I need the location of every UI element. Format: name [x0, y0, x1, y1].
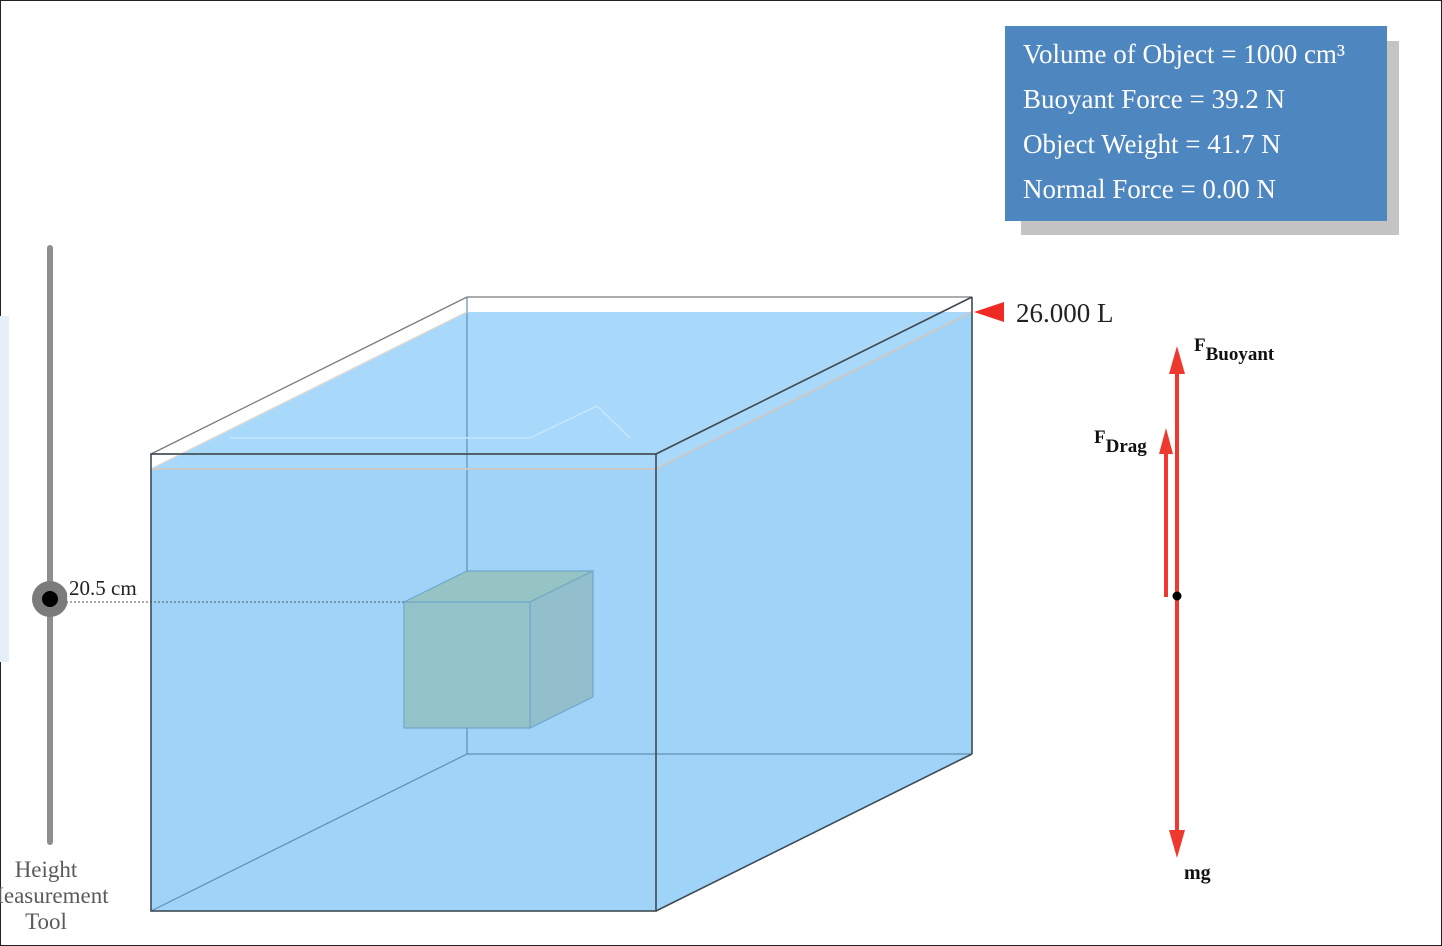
object-volume-readout: Volume of Object = 1000 cm³ [1023, 39, 1346, 69]
height-tool-handle-center[interactable] [42, 591, 58, 607]
drag-arrow-head-icon [1159, 428, 1173, 454]
submerged-block [403, 570, 594, 729]
height-tool-reading-bg [67, 575, 147, 601]
normal-force-readout: Normal Force = 0.00 N [1023, 174, 1276, 204]
height-tool-label-line-3: Tool [25, 909, 67, 934]
water-surface [151, 312, 972, 469]
side-panel-edge [0, 316, 9, 662]
weight-arrow-head-icon [1169, 830, 1185, 858]
tank-front-edges [150, 296, 973, 912]
weight-force-label: mg [1184, 862, 1211, 884]
drag-force-label: FDrag [1094, 427, 1147, 457]
water-volume [151, 312, 972, 911]
buoyant-arrow-head-icon [1169, 346, 1185, 374]
height-tool-reading: 20.5 cm [69, 576, 137, 600]
buoyant-force-label-sub: Buoyant [1206, 344, 1275, 365]
height-measurement-tool: 20.5 cm Height Measurement Tool [0, 245, 404, 934]
water-ripple [230, 405, 631, 439]
buoyant-force-label: FBuoyant [1194, 335, 1275, 365]
drag-force-label-sub: Drag [1106, 436, 1148, 457]
buoyant-force-readout: Buoyant Force = 39.2 N [1023, 84, 1285, 114]
height-tool-label-line-2: Measurement [0, 883, 109, 908]
force-diagram: FBuoyant FDrag mg [1094, 335, 1275, 884]
object-weight-readout: Object Weight = 41.7 N [1023, 129, 1281, 159]
buoyant-force-label-main: F [1194, 335, 1206, 356]
height-tool-label-line-1: Height [15, 857, 78, 882]
info-panel: Volume of Object = 1000 cm³ Buoyant Forc… [1005, 26, 1387, 221]
tank-volume-readout: 26.000 L [1016, 298, 1114, 328]
block-front-face[interactable] [403, 601, 531, 729]
drag-force-label-main: F [1094, 427, 1106, 448]
force-origin-dot [1172, 591, 1182, 601]
water-bottom-face [151, 754, 972, 911]
water-level-marker-icon[interactable] [974, 302, 1004, 322]
